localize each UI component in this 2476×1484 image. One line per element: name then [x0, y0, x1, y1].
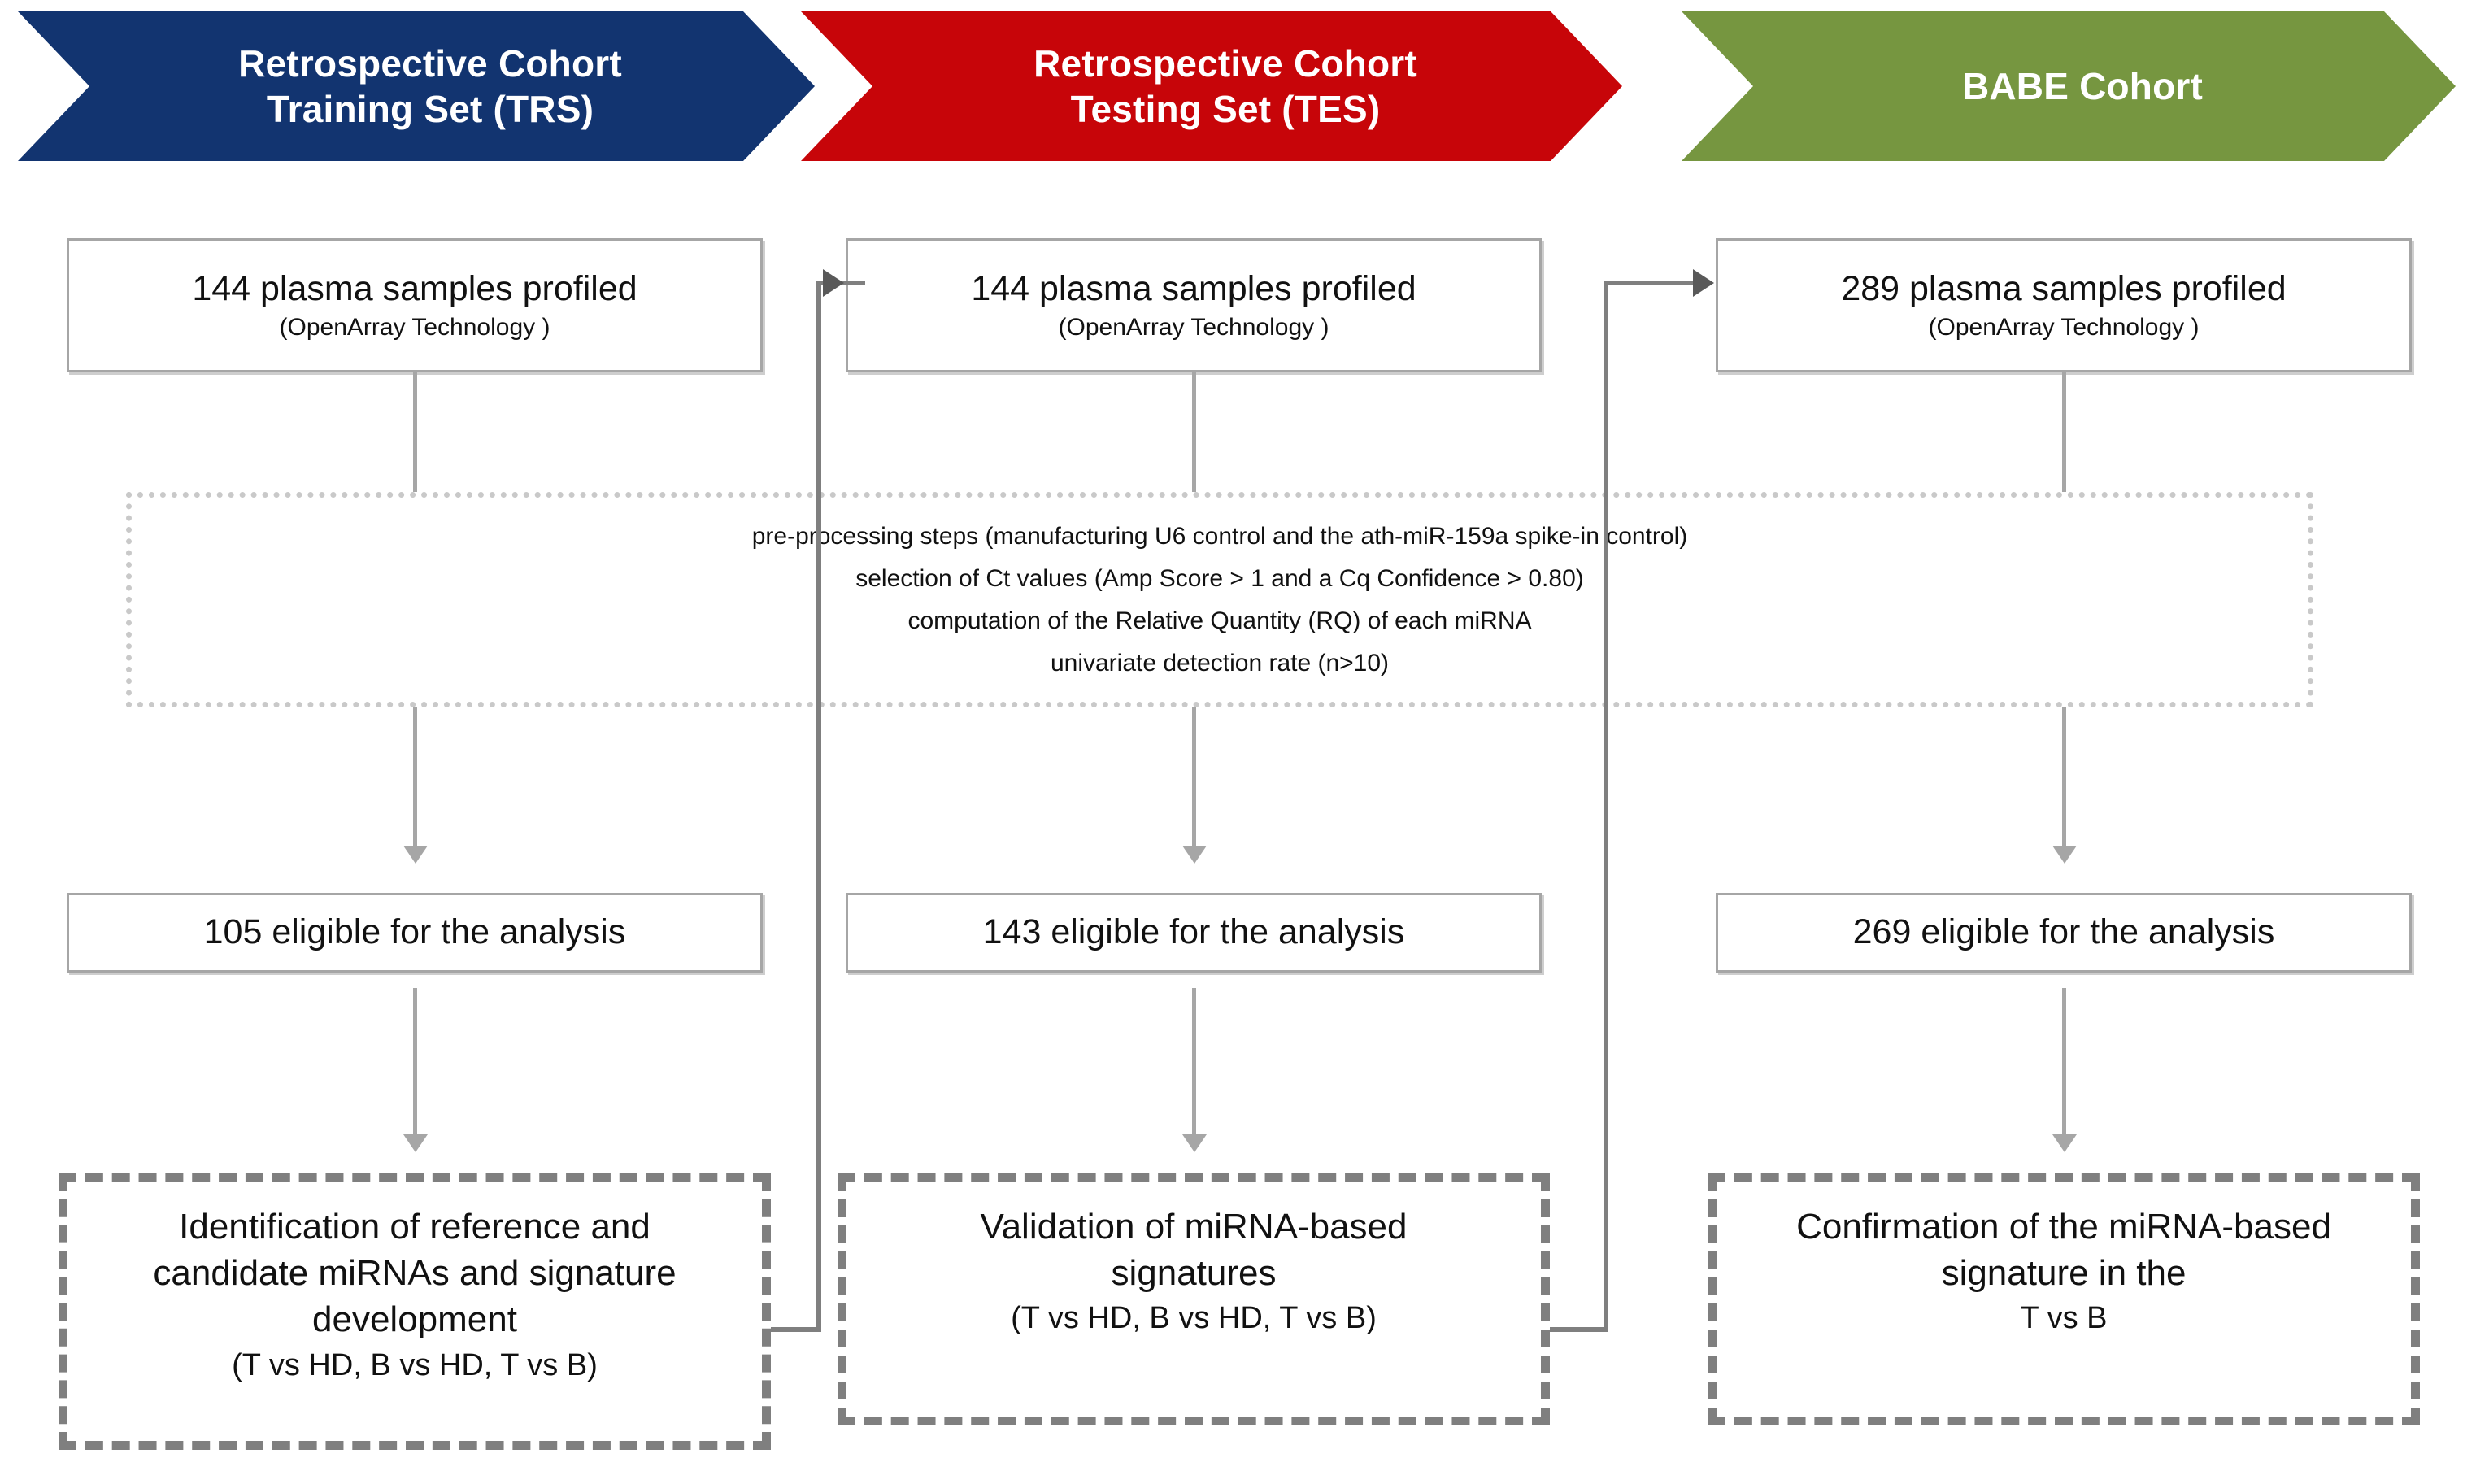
connector-eligible-to-outcome-trs [413, 988, 417, 1138]
arrowhead-right-babe-profiled [1693, 269, 1714, 297]
arrowhead-down-outcome-babe [2052, 1134, 2077, 1152]
banner-trs-line2: Training Set (TRS) [266, 88, 594, 130]
preprocessing-line-2: selection of Ct values (Amp Score > 1 an… [855, 564, 1584, 592]
box-outcome-trs-sub: (T vs HD, B vs HD, T vs B) [232, 1347, 598, 1382]
box-profiled-babe-sub: (OpenArray Technology ) [1928, 313, 2200, 341]
connector-preprocessing-to-eligible-tes [1192, 707, 1196, 850]
box-outcome-babe: Confirmation of the miRNA-based signatur… [1708, 1173, 2420, 1425]
box-profiled-tes-sub: (OpenArray Technology ) [1058, 313, 1329, 341]
arrowhead-down-eligible-babe [2052, 846, 2077, 864]
preprocessing-line-3: computation of the Relative Quantity (RQ… [907, 607, 1532, 634]
feedback-tes-horizontal-lower [1550, 1327, 1608, 1332]
banner-trs-line1: Retrospective Cohort [238, 41, 622, 85]
box-profiled-babe-main: 289 plasma samples profiled [1841, 268, 2287, 308]
feedback-tes-vertical [1604, 281, 1608, 1332]
connector-eligible-to-outcome-tes [1192, 988, 1196, 1138]
box-profiled-trs-main: 144 plasma samples profiled [192, 268, 637, 308]
box-eligible-tes: 143 eligible for the analysis [846, 893, 1542, 973]
connector-babe-to-preprocessing [2062, 372, 2066, 496]
arrowhead-down-outcome-trs [403, 1134, 428, 1152]
arrowhead-down-eligible-tes [1182, 846, 1207, 864]
connector-preprocessing-to-eligible-babe [2062, 707, 2066, 850]
box-eligible-trs: 105 eligible for the analysis [67, 893, 763, 973]
box-outcome-tes: Validation of miRNA-based signatures (T … [838, 1173, 1550, 1425]
banner-tes: Retrospective Cohort Testing Set (TES) [801, 11, 1622, 161]
box-outcome-trs: Identification of reference and candidat… [59, 1173, 771, 1450]
box-outcome-trs-main: Identification of reference and candidat… [153, 1207, 677, 1340]
box-outcome-tes-main: Validation of miRNA-based signatures [980, 1207, 1408, 1294]
banner-tes-line2: Testing Set (TES) [1070, 88, 1381, 130]
box-profiled-tes-main: 144 plasma samples profiled [971, 268, 1416, 308]
banner-babe: BABE Cohort [1682, 11, 2456, 161]
arrowhead-down-eligible-trs [403, 846, 428, 864]
preprocessing-line-4: univariate detection rate (n>10) [1050, 649, 1390, 677]
arrowhead-right-tes-profiled [823, 269, 844, 297]
connector-preprocessing-to-eligible-trs [413, 707, 417, 850]
preprocessing-steps-box: pre-processing steps (manufacturing U6 c… [126, 492, 2313, 707]
arrowhead-down-outcome-tes [1182, 1134, 1207, 1152]
feedback-tes-horizontal-upper [1604, 281, 1709, 285]
banner-babe-line1: BABE Cohort [1961, 64, 2204, 107]
preprocessing-line-1: pre-processing steps (manufacturing U6 c… [751, 522, 1688, 550]
box-eligible-babe: 269 eligible for the analysis [1716, 893, 2412, 973]
feedback-trs-vertical [816, 281, 821, 1332]
box-outcome-babe-sub: T vs B [2020, 1301, 2108, 1336]
banner-trs: Retrospective Cohort Training Set (TRS) [18, 11, 815, 161]
box-eligible-babe-main: 269 eligible for the analysis [1852, 912, 2275, 952]
box-eligible-trs-main: 105 eligible for the analysis [203, 912, 626, 952]
box-profiled-tes: 144 plasma samples profiled (OpenArray T… [846, 238, 1542, 372]
box-profiled-trs: 144 plasma samples profiled (OpenArray T… [67, 238, 763, 372]
banner-tes-line1: Retrospective Cohort [1033, 41, 1417, 85]
box-profiled-babe: 289 plasma samples profiled (OpenArray T… [1716, 238, 2412, 372]
box-profiled-trs-sub: (OpenArray Technology ) [279, 313, 550, 341]
connector-eligible-to-outcome-babe [2062, 988, 2066, 1138]
box-outcome-tes-sub: (T vs HD, B vs HD, T vs B) [1011, 1301, 1377, 1336]
connector-trs-to-preprocessing [413, 372, 417, 496]
feedback-trs-horizontal-lower [771, 1327, 821, 1332]
connector-tes-to-preprocessing [1192, 372, 1196, 496]
box-outcome-babe-main: Confirmation of the miRNA-based signatur… [1796, 1207, 2331, 1294]
box-eligible-tes-main: 143 eligible for the analysis [982, 912, 1405, 952]
